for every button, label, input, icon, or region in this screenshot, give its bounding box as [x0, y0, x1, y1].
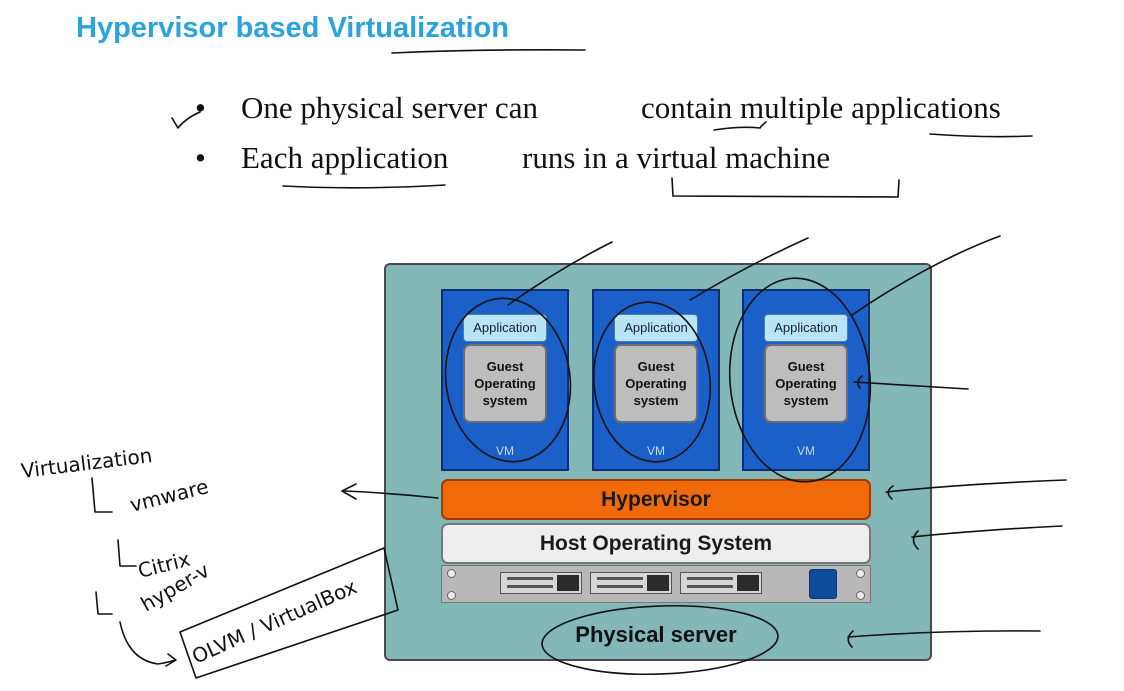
title-underline [391, 49, 586, 54]
guest-os-line: Guest [486, 359, 524, 374]
vm-1-label: VM [496, 444, 514, 458]
bullet-dot: • [195, 140, 206, 175]
drive-bay-icon [680, 572, 762, 594]
circle-vm-1 [444, 297, 572, 463]
host-os-layer: Host Operating System [441, 523, 871, 564]
arrow-line [853, 381, 969, 390]
circle-physical-server [541, 604, 779, 676]
guest-os-line: Guest [637, 359, 675, 374]
bullet-2-part2: runs in a virtual machine [522, 140, 831, 175]
power-indicator-icon [809, 569, 837, 599]
bullet-2: • Each application runs in a virtual mach… [195, 140, 830, 176]
vm-3-application: Application [764, 314, 848, 342]
guest-os-line: Operating [775, 376, 837, 391]
bullet-2-part1: Each application [241, 140, 449, 175]
screw-icon [447, 569, 456, 578]
drive-bay-icon [590, 572, 672, 594]
screw-icon [856, 569, 865, 578]
arrow-line [507, 241, 613, 306]
arrow-line [344, 490, 439, 499]
drive-bay-icon [500, 572, 582, 594]
circle-vm-3 [728, 277, 872, 483]
screw-icon [447, 591, 456, 600]
handwritten-item-olvm: OLVM / VirtualBox [188, 574, 360, 668]
screw-icon [856, 591, 865, 600]
hypervisor-layer: Hypervisor [441, 479, 871, 520]
arrow-line [911, 525, 1063, 538]
underline-contain [713, 121, 767, 131]
vm-2-guest-os: Guest Operating system [614, 344, 698, 423]
underline-applications [929, 133, 1033, 138]
guest-os-line: Guest [787, 359, 825, 374]
bullet-dot: • [195, 90, 206, 125]
server-rack-hardware [441, 565, 871, 603]
guest-os-line: Operating [474, 376, 536, 391]
guest-os-line: system [783, 393, 829, 408]
slide-title: Hypervisor based Virtualization [76, 12, 509, 44]
vm-3-guest-os: Guest Operating system [764, 344, 848, 423]
handwritten-box [179, 547, 399, 679]
guest-os-line: system [482, 393, 528, 408]
handwritten-item-vmware: vmware [127, 474, 210, 517]
vm-1-guest-os: Guest Operating system [463, 344, 547, 423]
arrow-line [851, 235, 1001, 316]
guest-os-line: system [633, 393, 679, 408]
bullet-1-part2: contain multiple applications [641, 90, 1001, 125]
physical-server-label: Physical server [575, 622, 737, 647]
check-mark-icon [171, 111, 201, 129]
vm-3-label: VM [797, 444, 815, 458]
bullet-1-part1: One physical server can [241, 90, 538, 125]
vm-2-label: VM [647, 444, 665, 458]
circle-vm-2 [592, 301, 712, 463]
bracket-virtual-machine [671, 177, 900, 198]
vm-1-application: Application [463, 314, 547, 342]
arrow-line [689, 237, 809, 301]
arrow-line [847, 630, 1041, 638]
bullet-1: • One physical server can contain multipl… [195, 90, 1001, 126]
guest-os-line: Operating [625, 376, 687, 391]
arrow-line [885, 479, 1067, 493]
underline-application [282, 184, 446, 189]
handwritten-heading: Virtualization [20, 443, 154, 483]
